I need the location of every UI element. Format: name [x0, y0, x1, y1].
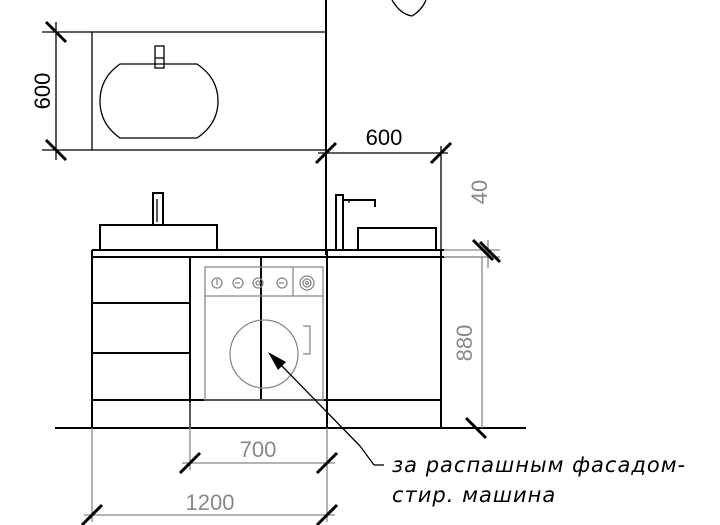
wm-drum-door: [229, 319, 299, 389]
wm-knob-icon: [211, 277, 223, 289]
annotation-line-2: стир. машина: [392, 483, 556, 507]
dimension-label-washer-width: 700: [240, 437, 277, 462]
cropped-text-fragment: [391, 0, 427, 17]
wm-knob-icon: [252, 277, 264, 289]
plan-view: [91, 31, 327, 151]
annotation-leader: [268, 352, 384, 466]
dimension-label-right-width: 600: [366, 125, 403, 150]
plan-faucet: [154, 45, 165, 69]
wm-dial-icon: [299, 275, 315, 291]
dimension-total-width: 1200: [80, 428, 339, 525]
right-sink-basin: [357, 227, 437, 251]
vanity-faucet: [152, 192, 164, 226]
dimension-countertop: 40: [444, 180, 500, 268]
washing-machine: [204, 266, 324, 401]
arrow-head-icon: [268, 352, 286, 370]
dimension-cabinet-height: 880: [444, 238, 502, 440]
dimension-label-top-height: 600: [30, 73, 55, 110]
dimension-washer-width: 700: [178, 402, 339, 475]
plan-countertop: [91, 31, 327, 151]
right-cabinet: [327, 194, 444, 428]
left-vanity: [91, 192, 328, 428]
dimension-label-countertop: 40: [467, 180, 492, 204]
dimension-right-width: 600: [314, 125, 453, 255]
right-faucet: [335, 194, 376, 250]
wm-door-handle: [303, 325, 311, 355]
dimension-label-total-width: 1200: [186, 490, 235, 515]
dimension-label-cabinet-height: 880: [452, 325, 477, 362]
plan-basin: [99, 63, 219, 139]
dimension-top-height: 600: [30, 20, 92, 162]
vessel-basin: [99, 224, 218, 251]
annotation-line-1: за распашным фасадом-: [392, 453, 686, 477]
wm-knob-icon: [276, 277, 288, 289]
wm-knob-icon: [232, 277, 244, 289]
